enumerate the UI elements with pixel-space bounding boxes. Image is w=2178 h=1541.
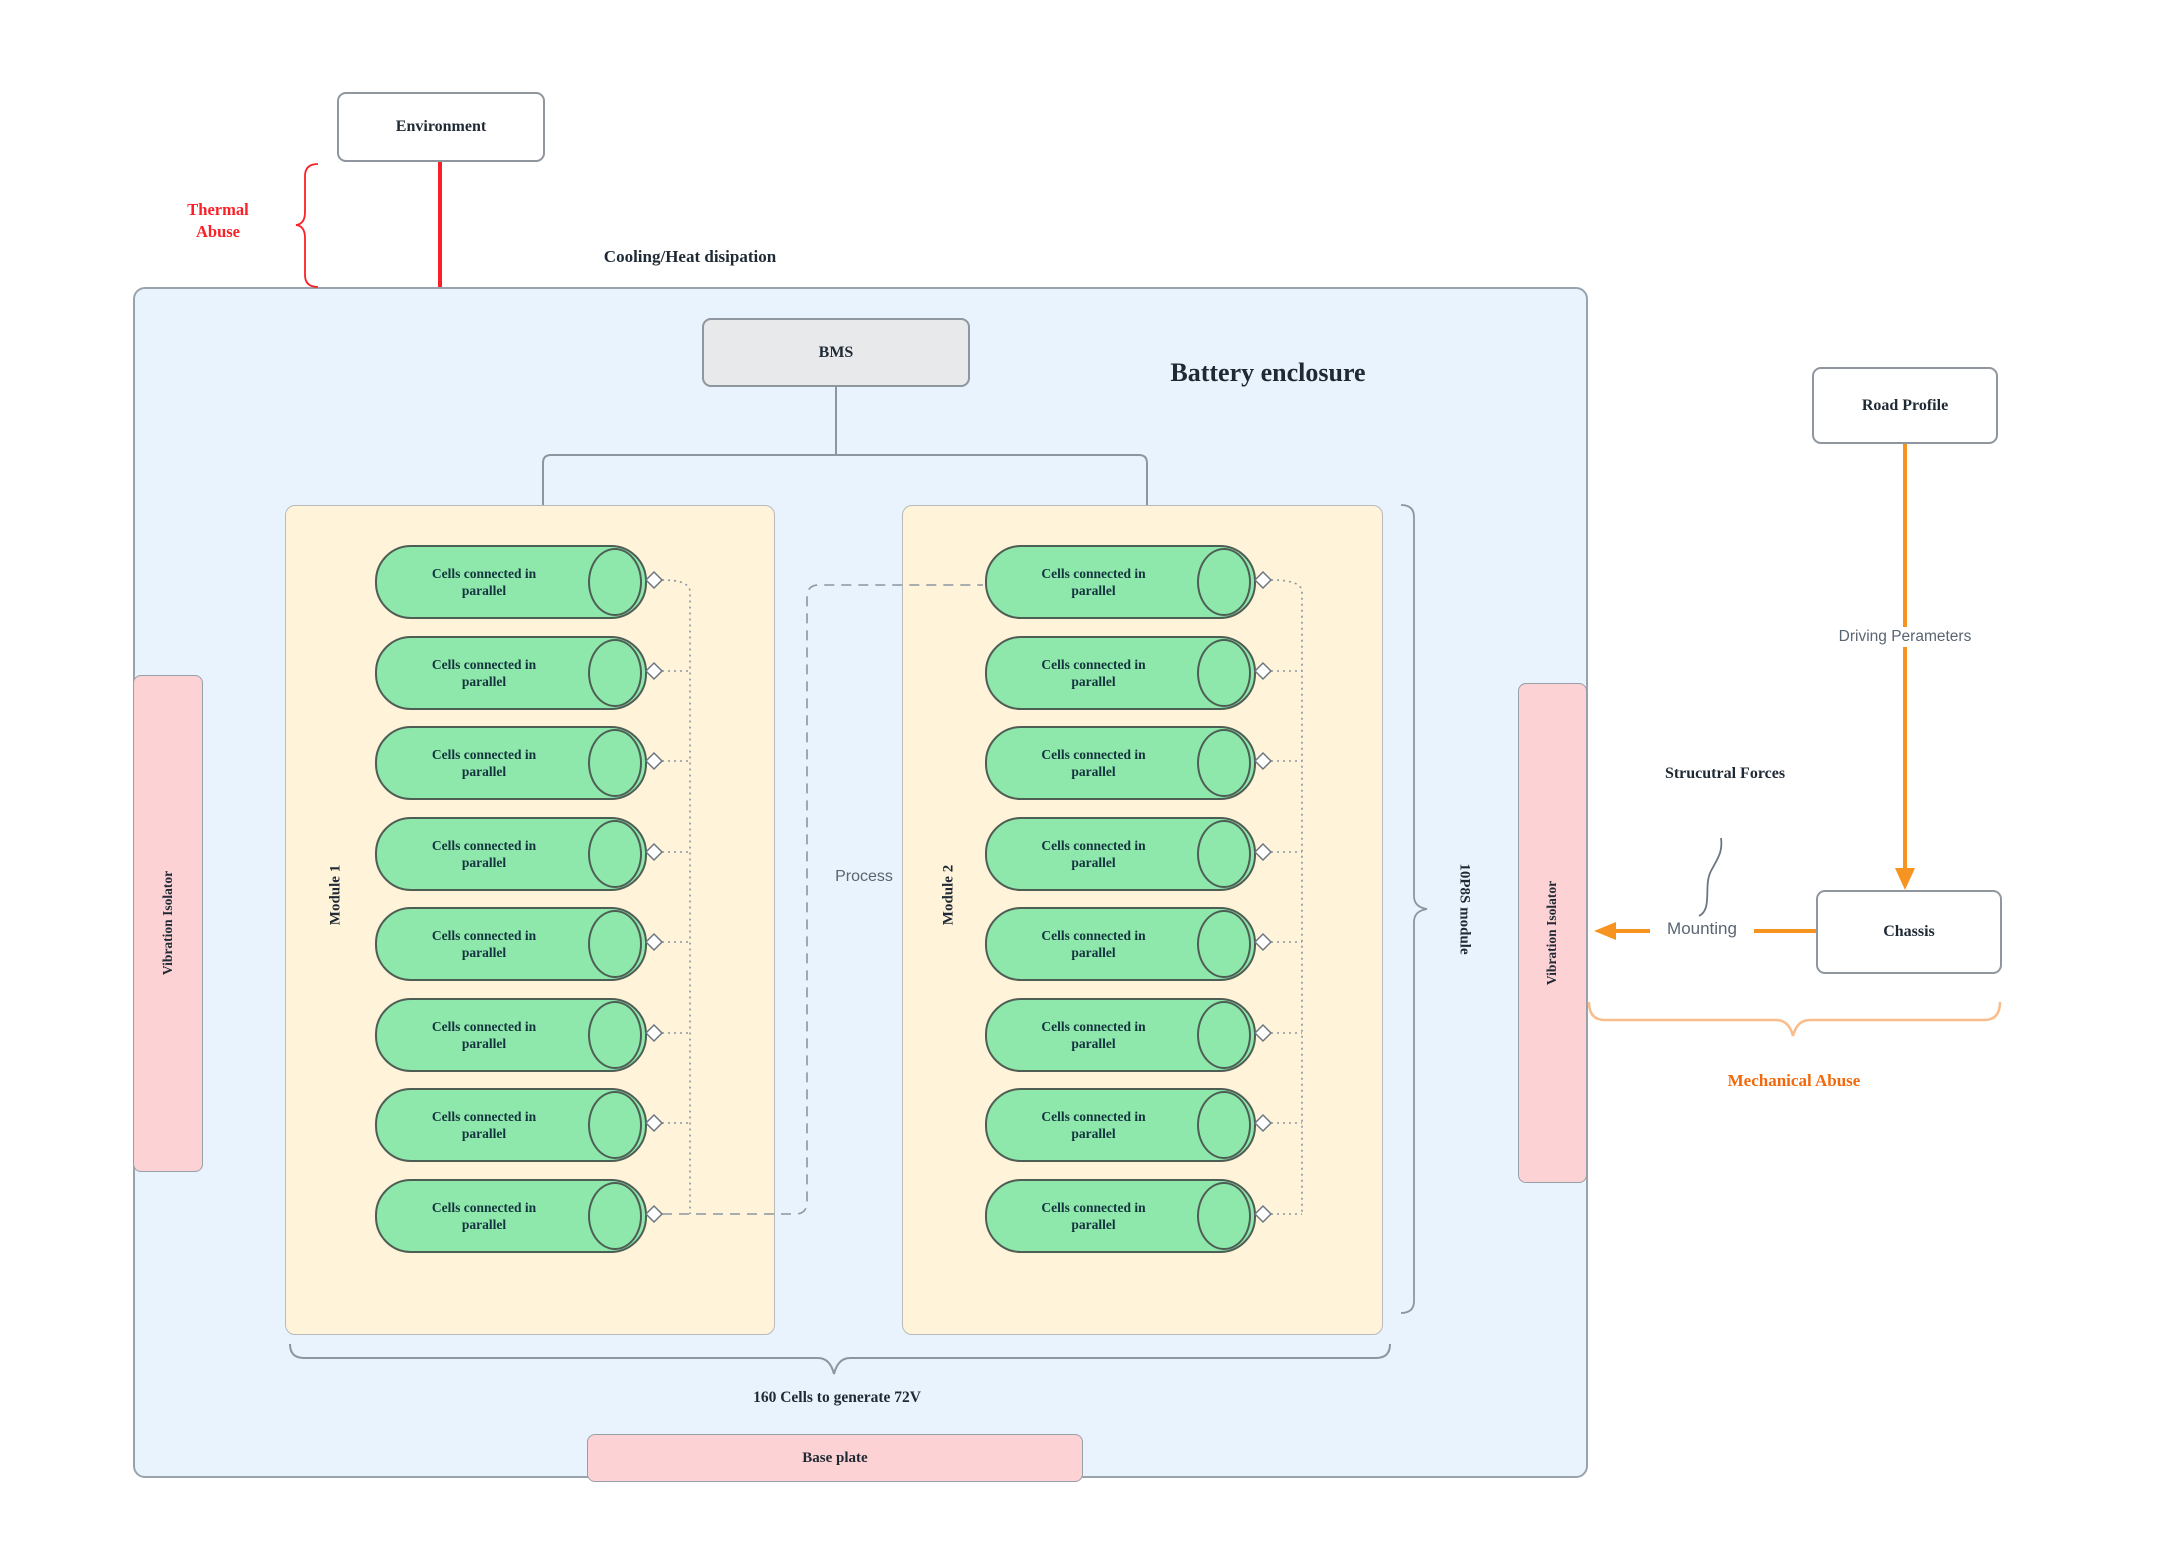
cell-cylinder-cap (1197, 1091, 1251, 1159)
cooling-label: Cooling/Heat disipation (603, 247, 777, 266)
base-plate-box: Base plate (587, 1434, 1083, 1482)
cell-cylinder-cap (1197, 548, 1251, 616)
mechanical-abuse-label: Mechanical Abuse (1727, 1071, 1861, 1090)
cell-cylinder-cap (588, 1001, 642, 1069)
cell-cylinder-cap (588, 820, 642, 888)
module2-label: Module 2 (940, 864, 957, 926)
cell-cylinder-cap (588, 639, 642, 707)
cell-cylinder-cap (588, 910, 642, 978)
bms-label: BMS (818, 343, 854, 361)
road-profile-box: Road Profile (1812, 367, 1998, 444)
thermal-abuse-line2: Abuse (195, 222, 240, 241)
right-vibration-isolator-label: Vibration Isolator (1544, 880, 1559, 986)
environment-box: Environment (337, 92, 545, 162)
structural-forces-label: Strucutral Forces (1664, 765, 1786, 782)
chassis-box: Chassis (1816, 890, 2002, 974)
left-vibration-isolator-label: Vibration Isolator (160, 870, 175, 976)
cell-cylinder-cap (1197, 1182, 1251, 1250)
base-plate-label: Base plate (802, 1449, 868, 1466)
right-vibration-isolator-box (1518, 683, 1587, 1183)
cell-cylinder-cap (1197, 639, 1251, 707)
bms-box: BMS (702, 318, 970, 387)
cell-cylinder-cap (588, 1091, 642, 1159)
process-label: Process (835, 868, 893, 885)
cell-cylinder-cap (1197, 1001, 1251, 1069)
cells-summary-label: 160 Cells to generate 72V (753, 1389, 921, 1406)
left-vibration-isolator-box (133, 675, 203, 1172)
mounting-label: Mounting (1650, 918, 1754, 940)
cell-cylinder-cap (1197, 820, 1251, 888)
module1-label: Module 1 (327, 864, 344, 926)
thermal-abuse-line1: Thermal (187, 200, 249, 219)
chassis-label: Chassis (1883, 923, 1935, 940)
cell-cylinder-cap (588, 729, 642, 797)
road-profile-label: Road Profile (1861, 396, 1949, 414)
cell-cylinder-cap (588, 1182, 642, 1250)
cell-cylinder-cap (588, 548, 642, 616)
cell-cylinder-cap (1197, 910, 1251, 978)
enclosure-title: Battery enclosure (1170, 358, 1366, 387)
cell-cylinder-cap (1197, 729, 1251, 797)
driving-parameters-label: Driving Perameters (1790, 627, 2020, 647)
environment-label: Environment (395, 118, 487, 135)
thermal-abuse-label: Thermal Abuse (150, 199, 286, 243)
pack-module-label: 10P8S module (1456, 863, 1473, 955)
